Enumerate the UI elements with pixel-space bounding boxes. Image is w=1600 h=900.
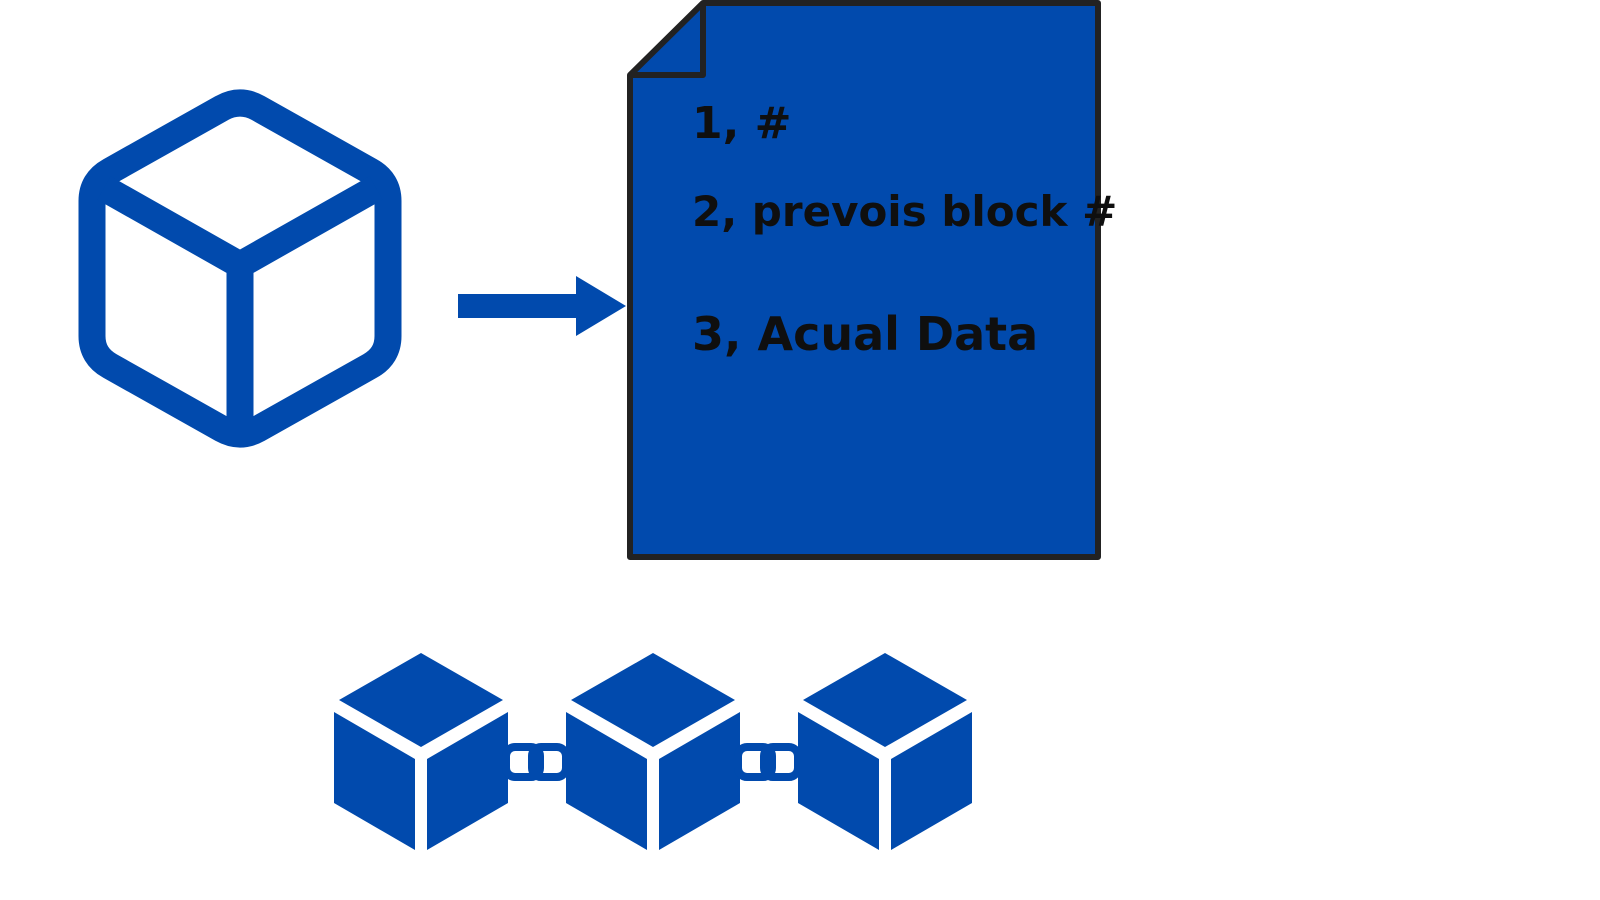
chain-block-1	[334, 653, 508, 850]
cube-outline-icon	[78, 89, 402, 448]
chain-link-icon	[734, 743, 802, 781]
arrow-right-icon	[458, 276, 626, 336]
document-line-2: 2, prevois block #	[692, 187, 1117, 236]
chain-block-2	[566, 653, 740, 850]
chain-link-icon	[502, 743, 570, 781]
blockchain-chain-icon	[334, 653, 972, 850]
chain-block-3	[798, 653, 972, 850]
document-icon: 1, # 2, prevois block # 3, Acual Data	[627, 0, 1117, 560]
document-line-3: 3, Acual Data	[692, 307, 1038, 361]
document-line-1: 1, #	[692, 98, 792, 149]
